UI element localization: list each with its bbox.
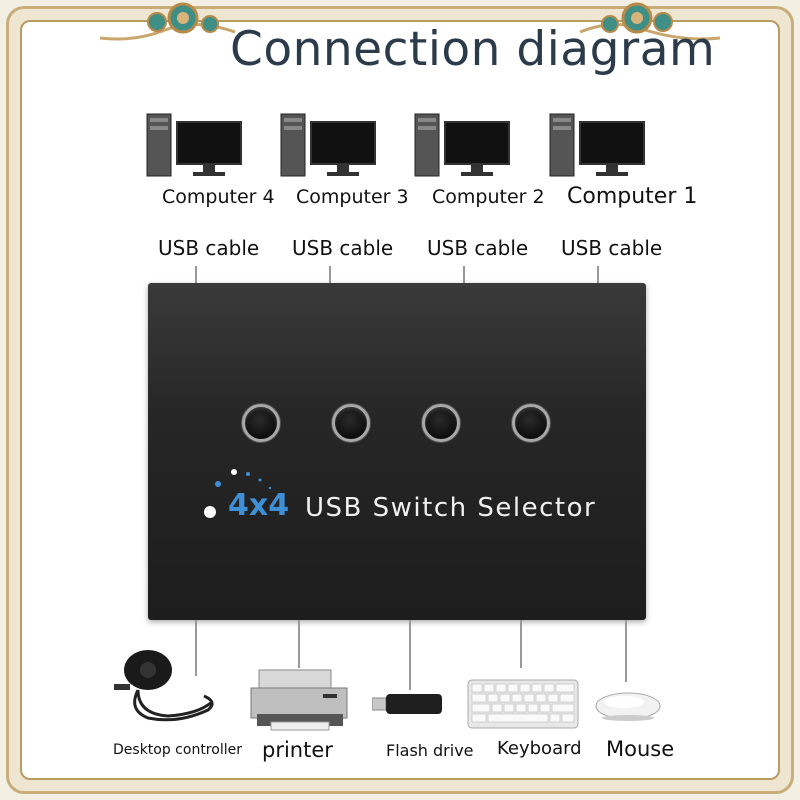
usb-cable-label-3: USB cable (292, 236, 394, 260)
desktop-controller-icon (114, 650, 214, 722)
page-title: Connection diagram (230, 22, 716, 77)
cable-wire (329, 266, 331, 284)
device-wire (409, 620, 411, 690)
device-wire (625, 620, 627, 682)
usb-cable-label-1: USB cable (561, 236, 663, 260)
cable-wire (597, 266, 599, 284)
cable-wire (463, 266, 465, 284)
computer-4-label: Computer 4 (162, 186, 275, 208)
signal-dots-icon (204, 469, 272, 518)
computer-2-label: Computer 2 (432, 186, 545, 208)
cable-wire (195, 266, 197, 284)
switch-button-4[interactable] (512, 404, 550, 442)
computer-3-label: Computer 3 (296, 186, 409, 208)
desktop-controller-label: Desktop controller (113, 742, 242, 758)
computer-3-icon (280, 113, 376, 177)
keyboard-label: Keyboard (497, 738, 582, 759)
switch-button-1[interactable] (242, 404, 280, 442)
device-wire (520, 620, 522, 668)
usb-cable-label-4: USB cable (158, 236, 260, 260)
usb-cable-label-2: USB cable (427, 236, 529, 260)
left-ornament-icon (99, 2, 236, 41)
brand-4x4: 4x4 (228, 488, 290, 523)
switch-button-3[interactable] (422, 404, 460, 442)
device-wire (298, 620, 300, 668)
mouse-icon (595, 692, 661, 721)
device-wire (195, 620, 197, 676)
printer-icon (250, 669, 348, 731)
flash-drive-label: Flash drive (386, 741, 474, 760)
printer-label: printer (262, 738, 333, 762)
computer-1-label: Computer 1 (567, 184, 698, 209)
right-ornament-icon (579, 2, 721, 41)
computer-4-icon (146, 113, 242, 177)
flash-drive-icon (372, 694, 442, 714)
computer-1-icon (549, 113, 645, 177)
computer-2-icon (414, 113, 510, 177)
keyboard-icon (467, 679, 579, 729)
mouse-label: Mouse (606, 737, 675, 761)
brand-text: USB Switch Selector (305, 493, 597, 523)
switch-button-2[interactable] (332, 404, 370, 442)
usb-switch-selector (148, 283, 646, 620)
